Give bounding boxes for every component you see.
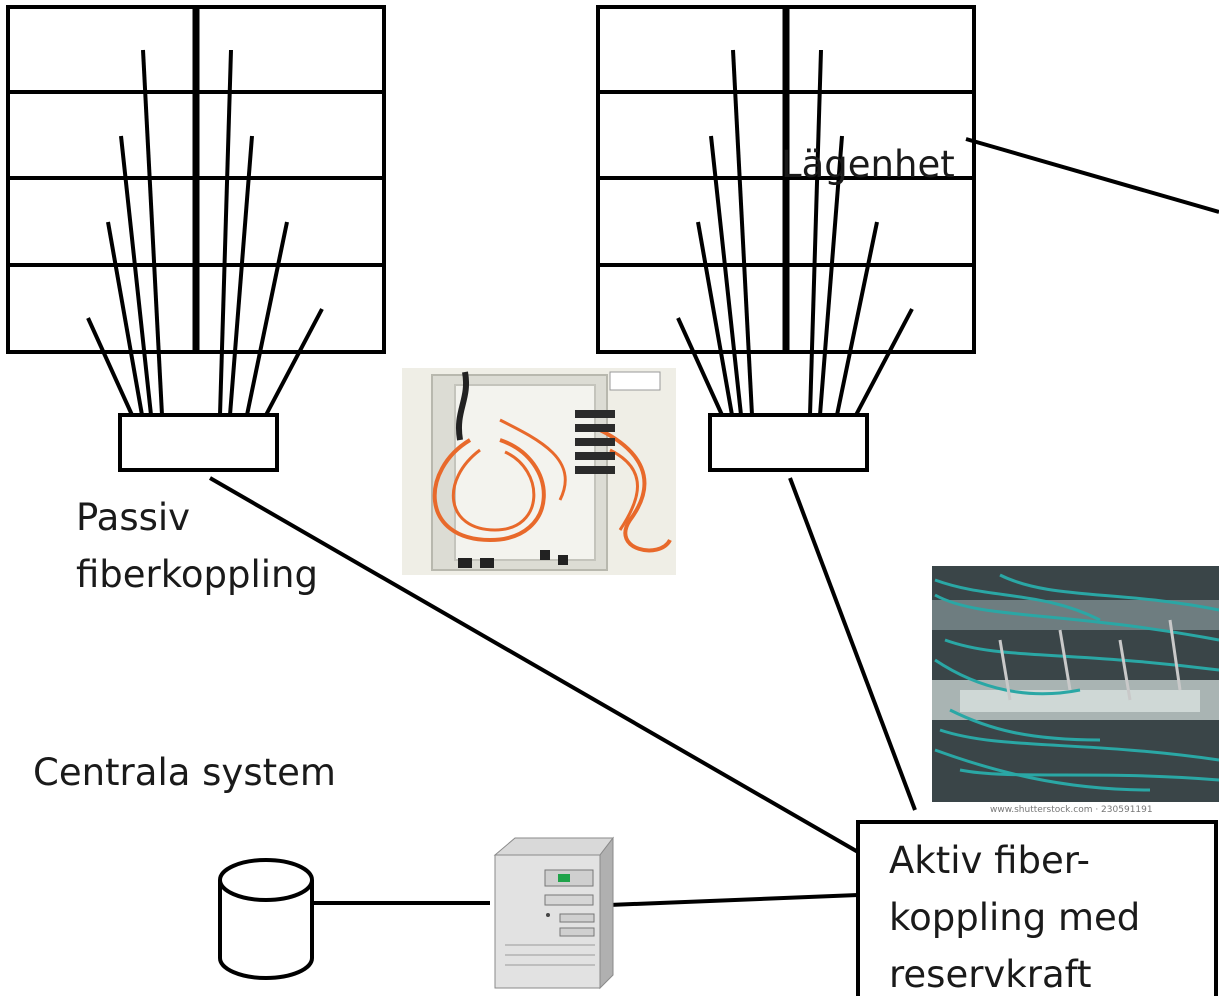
shutterstock-watermark: www.shutterstock.com · 230591191 [990,805,1153,815]
passive-coupling-box-left [118,413,279,472]
server-tower-icon [493,836,615,990]
active-coupling-label-line1: Aktiv fiber- [889,839,1090,882]
building-right [596,5,976,354]
connection-lines [209,137,1219,907]
apartment-label: Lägenhet [781,143,955,186]
fiber-bundle-left [86,49,324,416]
passive-coupling-box-right [708,413,869,472]
active-coupling-label-line3: reservkraft [889,953,1092,996]
fiber-bundle-right [676,49,914,416]
building-left [6,5,386,354]
fiber-patch-panel-photo [932,566,1219,820]
passive-coupling-label-line2: fiberkoppling [76,553,318,596]
active-coupling-label-line2: koppling med [889,896,1141,939]
fiber-splice-box-photo [402,368,676,575]
database-cylinder-icon [218,858,314,980]
active-coupling-box [856,820,1218,996]
passive-coupling-label-line1: Passiv [76,496,191,539]
central-systems-label: Centrala system [33,751,336,794]
